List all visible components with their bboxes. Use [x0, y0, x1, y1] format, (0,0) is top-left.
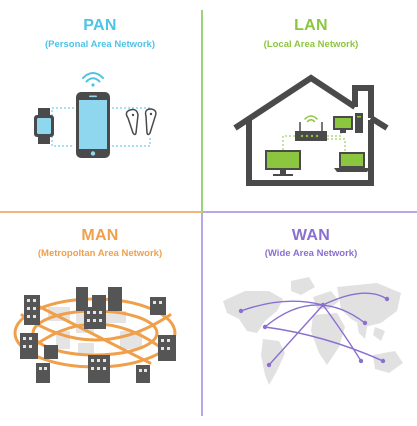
- world-map-icon: [223, 277, 403, 385]
- horizontal-divider-left: [0, 211, 202, 213]
- earbuds-icon: [125, 108, 157, 136]
- smartphone-icon: [76, 92, 110, 158]
- laptop-icon: [334, 152, 370, 172]
- man-illustration: [13, 287, 177, 383]
- wan-panel: WAN (Wide Area Network): [205, 215, 417, 420]
- vertical-divider: [201, 10, 203, 416]
- wifi-icon: [82, 72, 104, 87]
- lan-illustration: [233, 74, 389, 186]
- connection-nodes: [238, 296, 390, 368]
- smartwatch-icon: [34, 108, 54, 144]
- monitor-icon: [265, 150, 301, 176]
- connection-lines: [51, 107, 151, 147]
- pan-panel: PAN (Personal Area Network): [0, 0, 200, 205]
- house-icon: [233, 74, 389, 186]
- lan-title: LAN: [294, 17, 328, 34]
- wan-title: WAN: [291, 227, 331, 244]
- man-title: MAN: [81, 227, 119, 244]
- pan-title: PAN: [83, 17, 117, 34]
- pan-illustration: [34, 72, 157, 158]
- lan-panel: LAN (Local Area Network): [205, 0, 417, 205]
- lan-subtitle: (Local Area Network): [263, 39, 359, 50]
- desktop-icon: [333, 113, 363, 133]
- connection-arcs: [240, 292, 388, 366]
- wan-subtitle: (Wide Area Network): [264, 248, 358, 259]
- city-buildings-icon: [20, 287, 176, 383]
- router-icon: [295, 115, 327, 141]
- man-subtitle: (Metropoltan Area Network): [37, 248, 163, 259]
- man-panel: MAN (Metropoltan Area Network): [0, 215, 200, 420]
- horizontal-divider-right: [203, 211, 417, 213]
- wan-illustration: [223, 277, 403, 385]
- pan-subtitle: (Personal Area Network): [45, 39, 155, 50]
